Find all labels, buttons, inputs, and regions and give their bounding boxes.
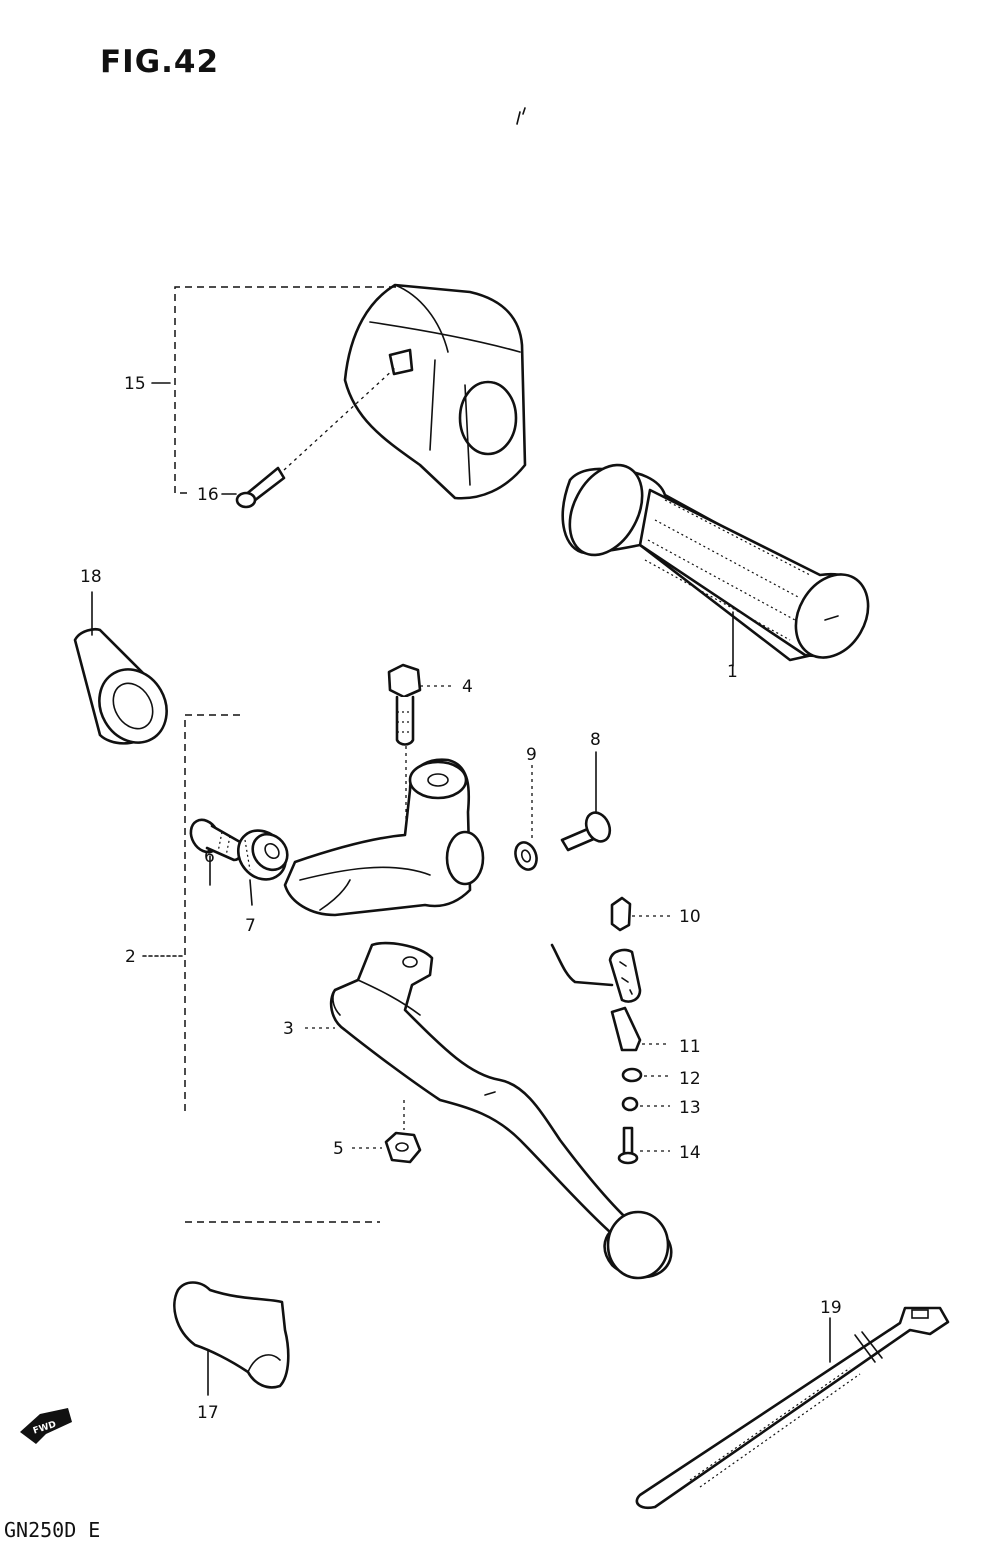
model-code: GN250D E — [4, 1518, 101, 1542]
part-9-washer — [514, 765, 538, 871]
callout-16: 16 — [197, 485, 219, 505]
callout-15: 15 — [124, 374, 146, 394]
fwd-arrow-icon: FWD — [20, 1408, 72, 1444]
bracket-15 — [174, 286, 396, 494]
part-11-switch-cover — [610, 1006, 668, 1052]
lever-holder — [283, 758, 485, 917]
callout-14: 14 — [679, 1143, 701, 1163]
callout-3: 3 — [283, 1019, 294, 1039]
callout-10: 10 — [679, 907, 701, 927]
callout-17: 17 — [197, 1403, 219, 1423]
part-16-screw — [235, 367, 396, 509]
callout-7: 7 — [245, 916, 256, 936]
part-19-strap — [635, 1306, 950, 1509]
part-4-bolt — [387, 663, 455, 870]
part-13-washer — [621, 1096, 670, 1112]
part-15-switch-housing — [343, 283, 527, 500]
callout-8: 8 — [590, 730, 601, 750]
part-7-adjuster — [236, 829, 289, 906]
figure-title: FIG.42 — [100, 44, 220, 80]
stray-mark — [516, 107, 526, 125]
part-5-nut — [352, 1100, 422, 1164]
part-1-grip — [561, 463, 870, 667]
clutch-switch — [550, 943, 642, 1003]
part-17-lever-boot — [173, 1281, 290, 1396]
callout-18: 18 — [80, 567, 102, 587]
callout-9: 9 — [526, 745, 537, 765]
callout-11: 11 — [679, 1037, 701, 1057]
callout-19: 19 — [820, 1298, 842, 1318]
part-3-lever — [305, 941, 673, 1280]
part-18-boot — [73, 591, 168, 745]
callout-2: 2 — [125, 947, 136, 967]
callout-12: 12 — [679, 1069, 701, 1089]
callout-5: 5 — [333, 1139, 344, 1159]
part-6-bolt — [189, 818, 243, 886]
part-10-clip — [610, 896, 672, 932]
callout-6: 6 — [204, 847, 215, 867]
part-14-screw — [617, 1126, 670, 1165]
bracket-2 — [184, 714, 240, 1112]
callout-labels: 1 2 3 4 5 6 7 8 9 10 11 12 13 14 15 16 1… — [80, 374, 842, 1423]
callout-13: 13 — [679, 1098, 701, 1118]
callout-1: 1 — [727, 662, 738, 682]
callout-4: 4 — [462, 677, 473, 697]
part-12-washer — [621, 1067, 670, 1083]
part-8-screw — [560, 751, 612, 852]
